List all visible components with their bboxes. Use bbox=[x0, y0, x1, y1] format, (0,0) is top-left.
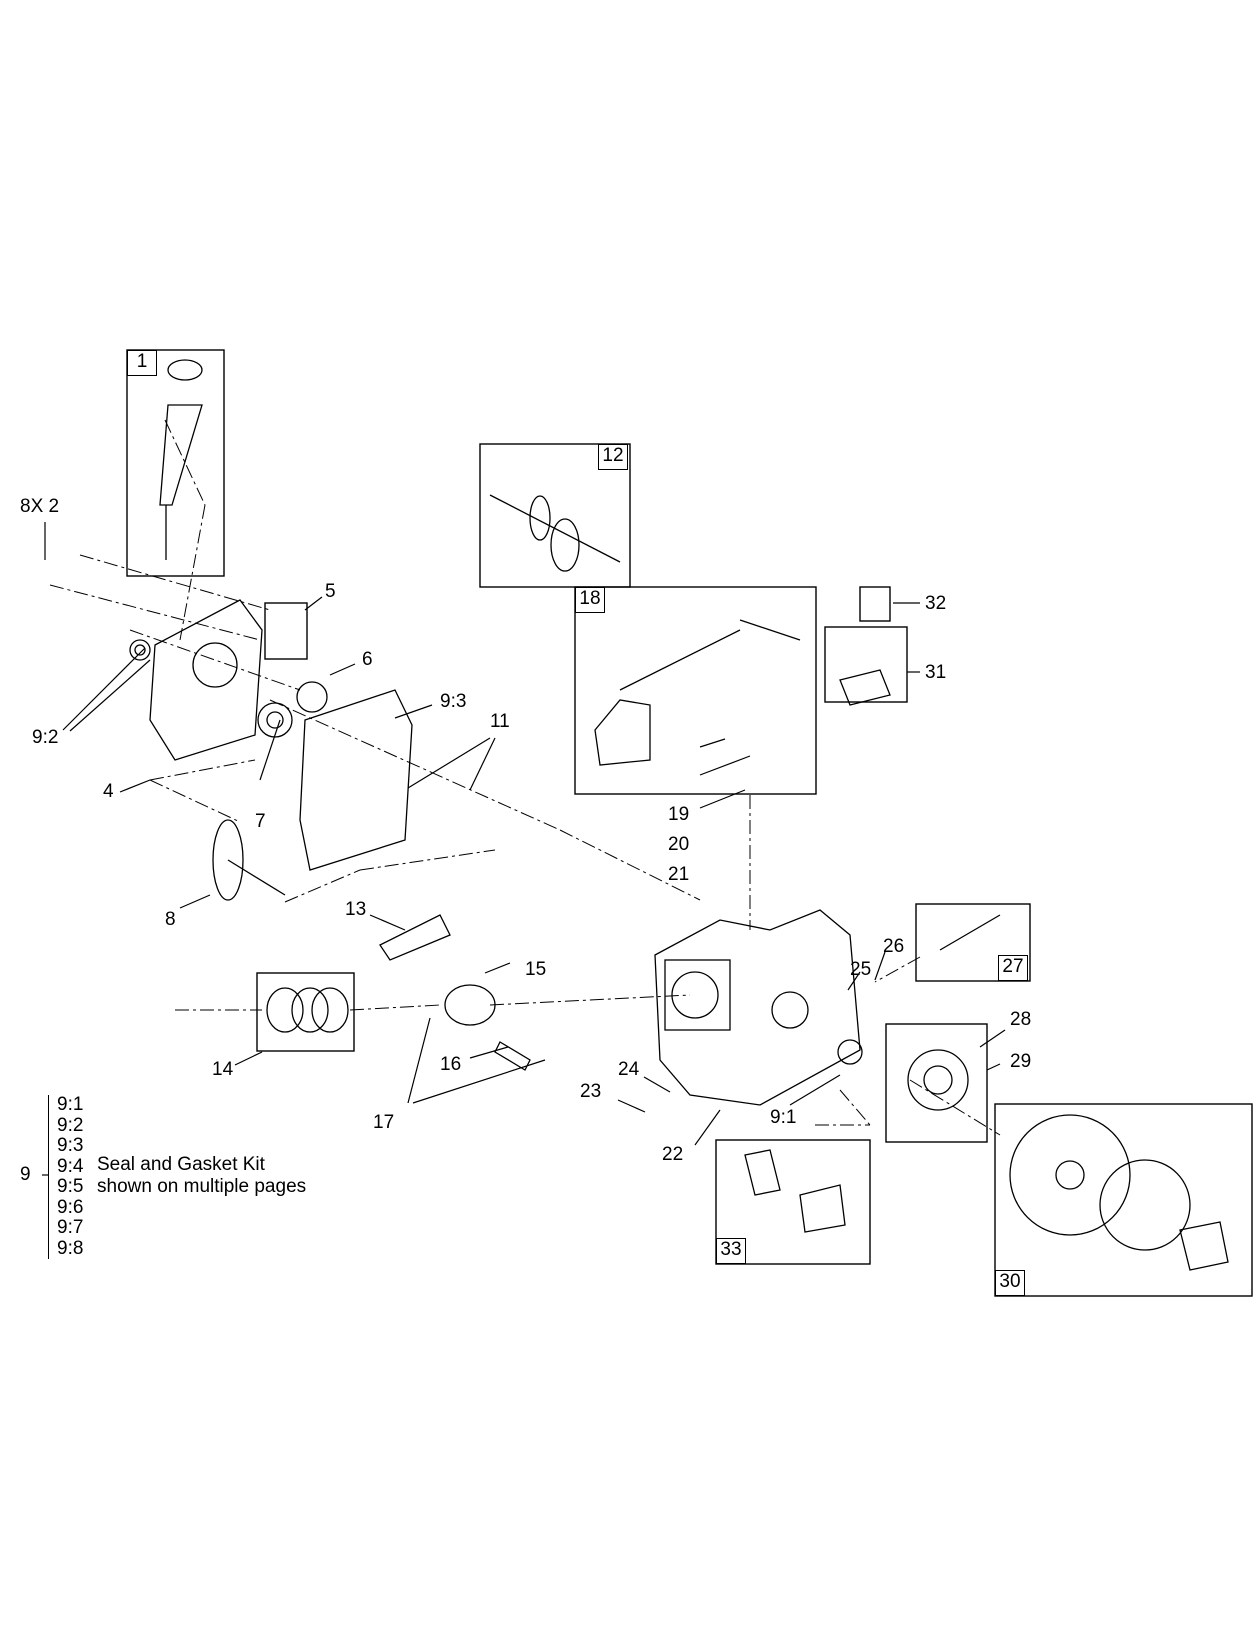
callout-16: 16 bbox=[440, 1054, 462, 1075]
box-label-1: 1 bbox=[127, 350, 157, 376]
callout-23: 23 bbox=[580, 1081, 602, 1102]
box-14 bbox=[256, 972, 355, 1052]
callout-4: 4 bbox=[103, 781, 114, 802]
box-31 bbox=[824, 626, 908, 703]
kit-description-line1: Seal and Gasket Kit bbox=[97, 1154, 265, 1175]
box-12 bbox=[479, 443, 631, 588]
kit-item: 9:7 bbox=[57, 1217, 84, 1238]
box-label-27: 27 bbox=[998, 955, 1028, 981]
callout-7: 7 bbox=[255, 811, 266, 832]
kit-item: 9:6 bbox=[57, 1196, 84, 1218]
callout-8x2: 8X 2 bbox=[20, 496, 60, 517]
kit-item: 9:8 bbox=[57, 1237, 84, 1259]
box-27 bbox=[915, 903, 1031, 982]
box-1 bbox=[126, 349, 225, 577]
callout-22: 22 bbox=[662, 1144, 684, 1165]
box-label-30: 30 bbox=[995, 1270, 1025, 1296]
kit-item: 9:4 bbox=[57, 1155, 84, 1177]
box-33 bbox=[715, 1139, 871, 1265]
kit-item: 9:5 bbox=[57, 1176, 84, 1197]
kit-item: 9:1 bbox=[57, 1094, 84, 1115]
callout-15: 15 bbox=[525, 959, 547, 980]
box-29 bbox=[885, 1023, 988, 1143]
callout-21: 21 bbox=[668, 864, 690, 885]
kit-description-line2: shown on multiple pages bbox=[97, 1176, 307, 1197]
callout-9-2: 9:2 bbox=[32, 727, 59, 748]
box-18 bbox=[574, 586, 817, 795]
kit-description: Seal and Gasket Kit shown on multiple pa… bbox=[97, 1154, 306, 1198]
box-5 bbox=[264, 602, 308, 660]
callout-6: 6 bbox=[362, 649, 373, 670]
callout-24: 24 bbox=[618, 1059, 640, 1080]
callout-32: 32 bbox=[925, 593, 947, 614]
box-label-12: 12 bbox=[598, 444, 628, 470]
kit-item: 9:3 bbox=[57, 1135, 84, 1156]
callout-9-1: 9:1 bbox=[770, 1107, 797, 1128]
box-30 bbox=[994, 1103, 1253, 1297]
box-label-18: 18 bbox=[575, 587, 605, 613]
box-label-33: 33 bbox=[716, 1238, 746, 1264]
callout-8: 8 bbox=[165, 909, 176, 930]
box-32 bbox=[859, 586, 891, 622]
callout-29: 29 bbox=[1010, 1051, 1032, 1072]
callout-11: 11 bbox=[490, 711, 510, 732]
kit-item-list: 9:1 9:2 9:3 9:4 9:5 9:6 9:7 9:8 bbox=[48, 1094, 84, 1259]
callout-9: 9 bbox=[20, 1164, 31, 1185]
callout-25: 25 bbox=[850, 959, 872, 980]
callout-28: 28 bbox=[1010, 1009, 1032, 1030]
callout-5: 5 bbox=[325, 581, 336, 602]
callout-17: 17 bbox=[373, 1112, 395, 1133]
callout-13: 13 bbox=[345, 899, 367, 920]
kit-item: 9:2 bbox=[57, 1114, 84, 1136]
callout-31: 31 bbox=[925, 662, 947, 683]
callout-14: 14 bbox=[212, 1059, 234, 1080]
callout-9-3: 9:3 bbox=[440, 691, 467, 712]
callout-20: 20 bbox=[668, 834, 690, 855]
callout-26: 26 bbox=[883, 936, 905, 957]
callout-19: 19 bbox=[668, 804, 690, 825]
